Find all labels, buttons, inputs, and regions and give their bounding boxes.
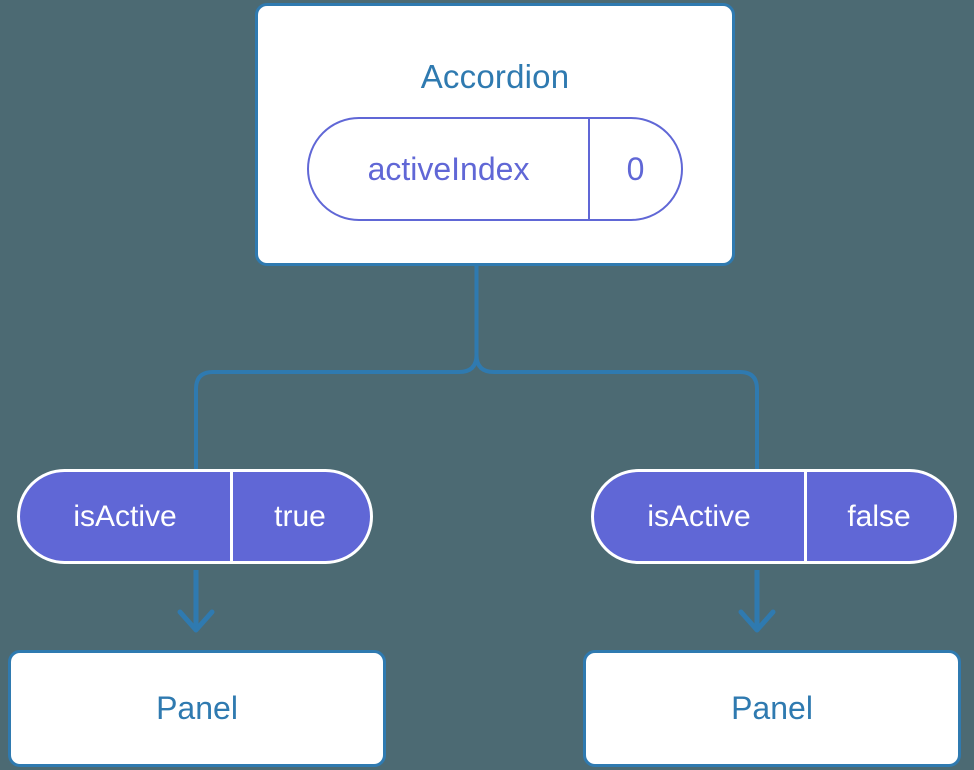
prop-pill-isactive-left-key: isActive — [20, 472, 233, 561]
prop-pill-isactive-left-value: true — [274, 499, 326, 533]
state-pill-activeindex[interactable]: activeIndex 0 — [307, 117, 683, 221]
component-card-panel-left[interactable]: Panel — [8, 650, 386, 767]
state-pill-activeindex-value: 0 — [626, 150, 645, 187]
connector-branch-right — [474, 353, 759, 472]
component-card-panel-right[interactable]: Panel — [583, 650, 961, 767]
prop-pill-isactive-right[interactable]: isActive false — [591, 469, 957, 564]
arrow-right-head-icon — [738, 609, 776, 633]
component-title-accordion: Accordion — [420, 58, 570, 95]
arrow-left-head-icon — [177, 609, 215, 633]
prop-pill-isactive-right-key: isActive — [594, 472, 807, 561]
prop-pill-isactive-left[interactable]: isActive true — [17, 469, 373, 564]
component-title-panel-right: Panel — [731, 690, 813, 726]
prop-pill-isactive-right-value: false — [847, 499, 911, 533]
connector-branch-left — [194, 353, 479, 472]
component-title-panel-left: Panel — [156, 690, 238, 726]
state-pill-activeindex-key: activeIndex — [309, 119, 590, 219]
